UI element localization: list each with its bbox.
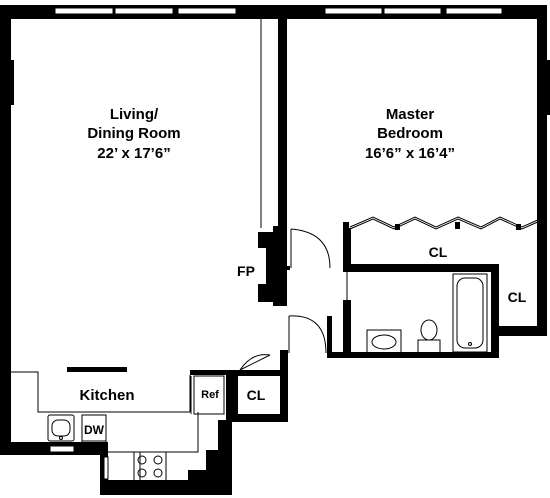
interior-walls — [67, 5, 499, 422]
bedroom-label-line2: Bedroom — [377, 125, 443, 142]
dishwasher-label: DW — [84, 423, 105, 437]
stove-icon — [133, 451, 167, 483]
kitchen-label: Kitchen — [79, 387, 134, 404]
closet-bedroom-label: CL — [429, 244, 448, 260]
refrigerator-icon — [190, 375, 225, 415]
toilet-icon — [417, 319, 441, 355]
refrigerator-label: Ref — [201, 389, 219, 401]
kitchen-sink — [47, 414, 75, 442]
living-room-label-line1: Living/ — [110, 106, 159, 123]
bathtub-icon — [452, 273, 488, 353]
living-room-label-line2: Dining Room — [87, 125, 180, 142]
dishwasher-icon — [81, 414, 107, 444]
bathroom-sink-icon — [366, 329, 402, 355]
bifold-closet-doors — [343, 216, 541, 230]
fireplace-label: FP — [237, 263, 255, 279]
living-room-dimensions: 22’ x 17’6” — [97, 145, 170, 162]
windows — [49, 7, 503, 480]
closet-hall-label: CL — [247, 387, 266, 403]
closet-right-label: CL — [508, 289, 527, 305]
doors — [239, 228, 348, 371]
kitchen-counters — [11, 371, 199, 480]
bedroom-label-line1: Master — [386, 106, 435, 123]
bedroom-dimensions: 16’6” x 16’4” — [365, 145, 455, 162]
